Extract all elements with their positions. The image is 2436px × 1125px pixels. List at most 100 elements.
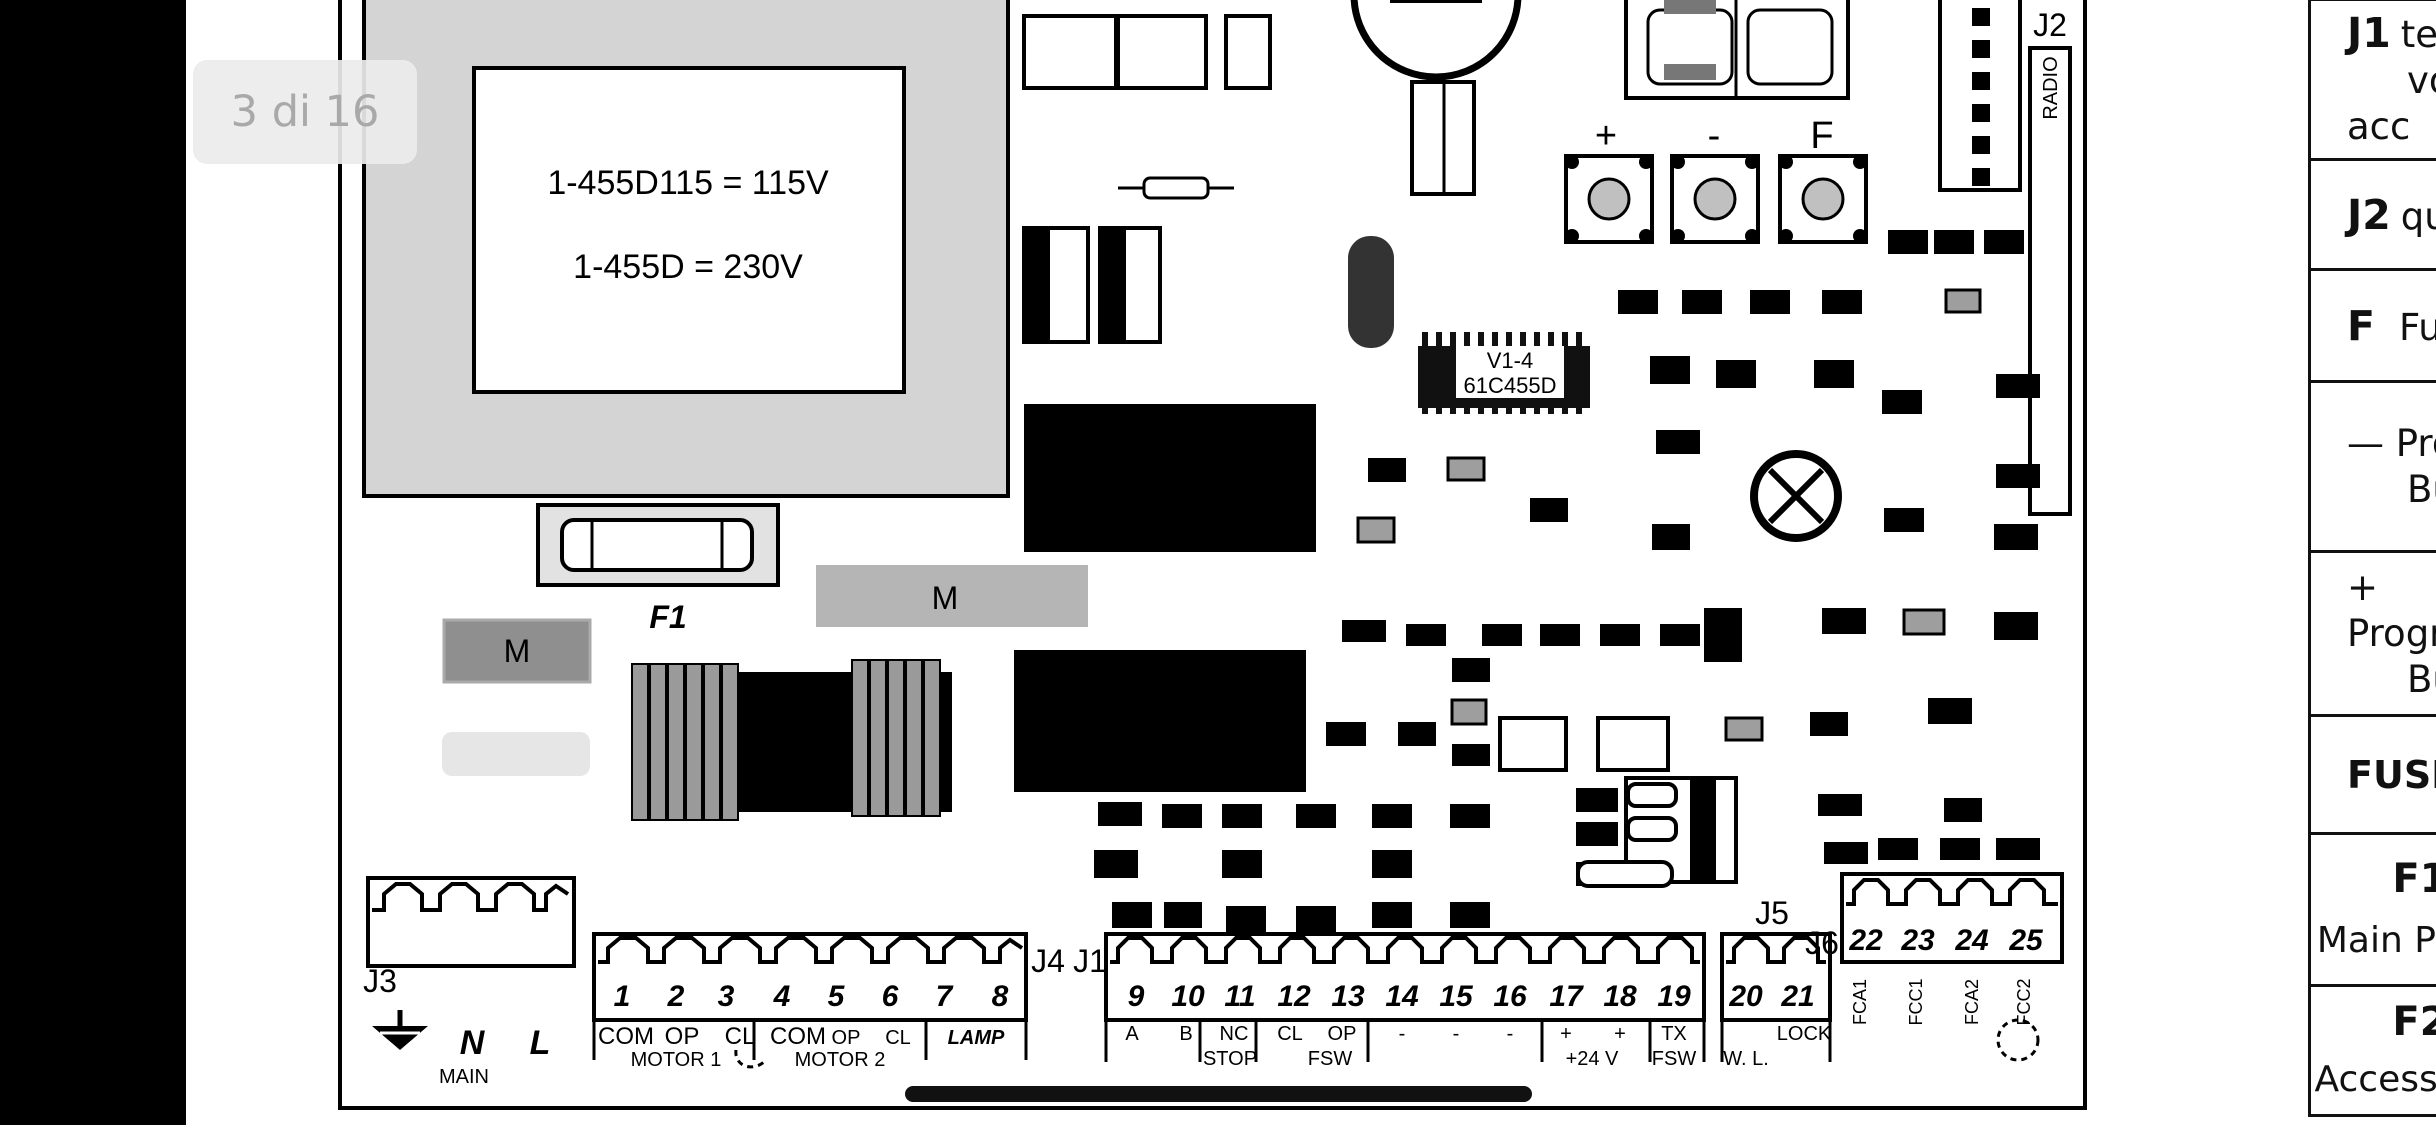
earth-icon bbox=[372, 1010, 428, 1050]
fuse-f1 bbox=[560, 518, 754, 572]
motor-func-com2: COM bbox=[770, 1023, 826, 1050]
terminal-23: 23 bbox=[1900, 924, 1935, 957]
minus-button-label: - bbox=[1708, 115, 1721, 157]
j1-func-op: OP bbox=[1328, 1023, 1357, 1045]
fuse-label: F1 bbox=[649, 599, 686, 635]
motor-func-lamp: LAMP bbox=[948, 1027, 1005, 1049]
table-row: F1Main Power 5 bbox=[2308, 832, 2436, 987]
terminal-9: 9 bbox=[1128, 980, 1145, 1013]
relay-1 bbox=[1024, 404, 1316, 552]
j5-terminal-block bbox=[1720, 932, 1832, 1022]
j1-func-tx: TX bbox=[1661, 1023, 1687, 1045]
component-m-right bbox=[816, 565, 1088, 627]
terminal-19: 19 bbox=[1657, 980, 1691, 1013]
board-outline bbox=[338, 0, 2087, 1110]
terminal-5: 5 bbox=[828, 980, 846, 1013]
fuse-name: F2 bbox=[2392, 998, 2436, 1045]
row-code: — bbox=[2347, 421, 2384, 465]
j1-group-fsw-1: FSW bbox=[1308, 1048, 1353, 1070]
transformer-label-230: 1-455D = 230V bbox=[573, 248, 803, 286]
j2-header bbox=[1938, 0, 2022, 192]
terminal-8: 8 bbox=[992, 980, 1009, 1013]
j1-func-plus-1: + bbox=[1560, 1023, 1572, 1045]
j1-func-b: B bbox=[1179, 1023, 1192, 1045]
motor-func-op2: OP bbox=[832, 1027, 861, 1049]
j1-func-cl: CL bbox=[1277, 1023, 1303, 1045]
table-row: J1terminal blvoltage acc bbox=[2307, 0, 2436, 161]
table-row: F2Accessories 8r bbox=[2308, 984, 2436, 1117]
component-m-left bbox=[442, 618, 592, 684]
relay-2 bbox=[1014, 650, 1306, 792]
horizontal-scrollbar[interactable] bbox=[905, 1086, 1532, 1102]
j1-func-plus-2: + bbox=[1614, 1023, 1626, 1045]
m-label-right: M bbox=[932, 580, 959, 616]
table-row: FFunction P bbox=[2307, 268, 2436, 383]
j6-func-fcc2: FCC2 bbox=[2014, 978, 2034, 1025]
component-blank bbox=[442, 732, 590, 776]
j6-label: J6 bbox=[1805, 925, 1839, 961]
fuse-name: F1 bbox=[2392, 855, 2436, 902]
row-code: F bbox=[2347, 301, 2376, 350]
terminal-24: 24 bbox=[1954, 924, 1989, 957]
j5-label: J5 bbox=[1755, 895, 1789, 931]
j3-connector bbox=[366, 876, 576, 968]
motor-group-2: MOTOR 2 bbox=[795, 1049, 886, 1071]
motor-func-cl2: CL bbox=[885, 1027, 911, 1049]
terminal-7: 7 bbox=[936, 980, 954, 1013]
radio-slot bbox=[2028, 46, 2072, 516]
j1-group-fsw-2: FSW bbox=[1652, 1048, 1697, 1070]
terminal-15: 15 bbox=[1439, 980, 1474, 1013]
fuses-header: FUSES bbox=[2347, 752, 2436, 797]
top-lamp-indicator bbox=[1350, 0, 1522, 81]
motor-func-com1: COM bbox=[598, 1023, 654, 1050]
row-code: J1 bbox=[2347, 8, 2391, 57]
radio-label: RADIO bbox=[2040, 56, 2062, 119]
main-label: MAIN bbox=[439, 1066, 489, 1088]
j1-func-minus-3: - bbox=[1507, 1023, 1514, 1045]
terminal-3: 3 bbox=[718, 980, 735, 1013]
terminal-10: 10 bbox=[1171, 980, 1205, 1013]
j1-group-stop: STOP bbox=[1203, 1048, 1257, 1070]
j6-func-fca1: FCA1 bbox=[1850, 979, 1870, 1025]
j2-label: J2 bbox=[2033, 7, 2067, 43]
main-terminal-n: N bbox=[460, 1024, 486, 1062]
j4-terminal-block bbox=[592, 932, 1028, 1022]
terminal-21: 21 bbox=[1780, 980, 1814, 1013]
terminal-11: 11 bbox=[1224, 980, 1255, 1013]
transformer-label-115: 1-455D115 = 115V bbox=[547, 164, 829, 202]
terminal-1: 1 bbox=[614, 980, 631, 1013]
j1-func-minus-2: - bbox=[1453, 1023, 1460, 1045]
inductor-coils bbox=[631, 659, 941, 821]
j6-func-fcc1: FCC1 bbox=[1906, 978, 1926, 1025]
row-code: + bbox=[2347, 565, 2379, 609]
motor-group-1: MOTOR 1 bbox=[631, 1049, 722, 1071]
terminal-16: 16 bbox=[1493, 980, 1527, 1013]
j3-label: J3 bbox=[363, 963, 397, 999]
terminal-22: 22 bbox=[1848, 924, 1883, 957]
j1-label: J1 bbox=[1073, 943, 1107, 979]
j5-function: LOCK bbox=[1777, 1023, 1832, 1045]
transformer-label-box bbox=[472, 66, 906, 394]
j1-func-a: A bbox=[1125, 1023, 1139, 1045]
table-row: FUSES 2V bbox=[2308, 714, 2436, 835]
document-page: 1-455D115 = 115V 1-455D = 230V F1 M M bbox=[186, 0, 2436, 1125]
crystal bbox=[1348, 236, 1394, 348]
f-button-label: F bbox=[1810, 115, 1833, 157]
j6-func-fca2: FCA2 bbox=[1962, 979, 1982, 1025]
main-terminal-l: L bbox=[530, 1024, 551, 1062]
page-counter: 3 di 16 bbox=[193, 60, 417, 164]
terminal-13: 13 bbox=[1331, 980, 1365, 1013]
chip-label-2: 61C455D bbox=[1464, 373, 1557, 398]
j6-terminal-block bbox=[1840, 872, 2064, 964]
terminal-14: 14 bbox=[1385, 980, 1419, 1013]
terminal-25: 25 bbox=[2008, 924, 2044, 957]
control-board-diagram: 1-455D115 = 115V 1-455D = 230V F1 M M bbox=[338, 0, 2087, 1110]
motor-func-op1: OP bbox=[665, 1023, 700, 1050]
components-table: J1terminal blvoltage acc J2quick conn FF… bbox=[2307, 0, 2436, 1117]
j5-group: W. L. bbox=[1723, 1048, 1769, 1070]
terminal-4: 4 bbox=[773, 980, 791, 1013]
chip-label-1: V1-4 bbox=[1487, 348, 1533, 373]
j1-func-nc: NC bbox=[1220, 1023, 1249, 1045]
terminal-20: 20 bbox=[1728, 980, 1763, 1013]
